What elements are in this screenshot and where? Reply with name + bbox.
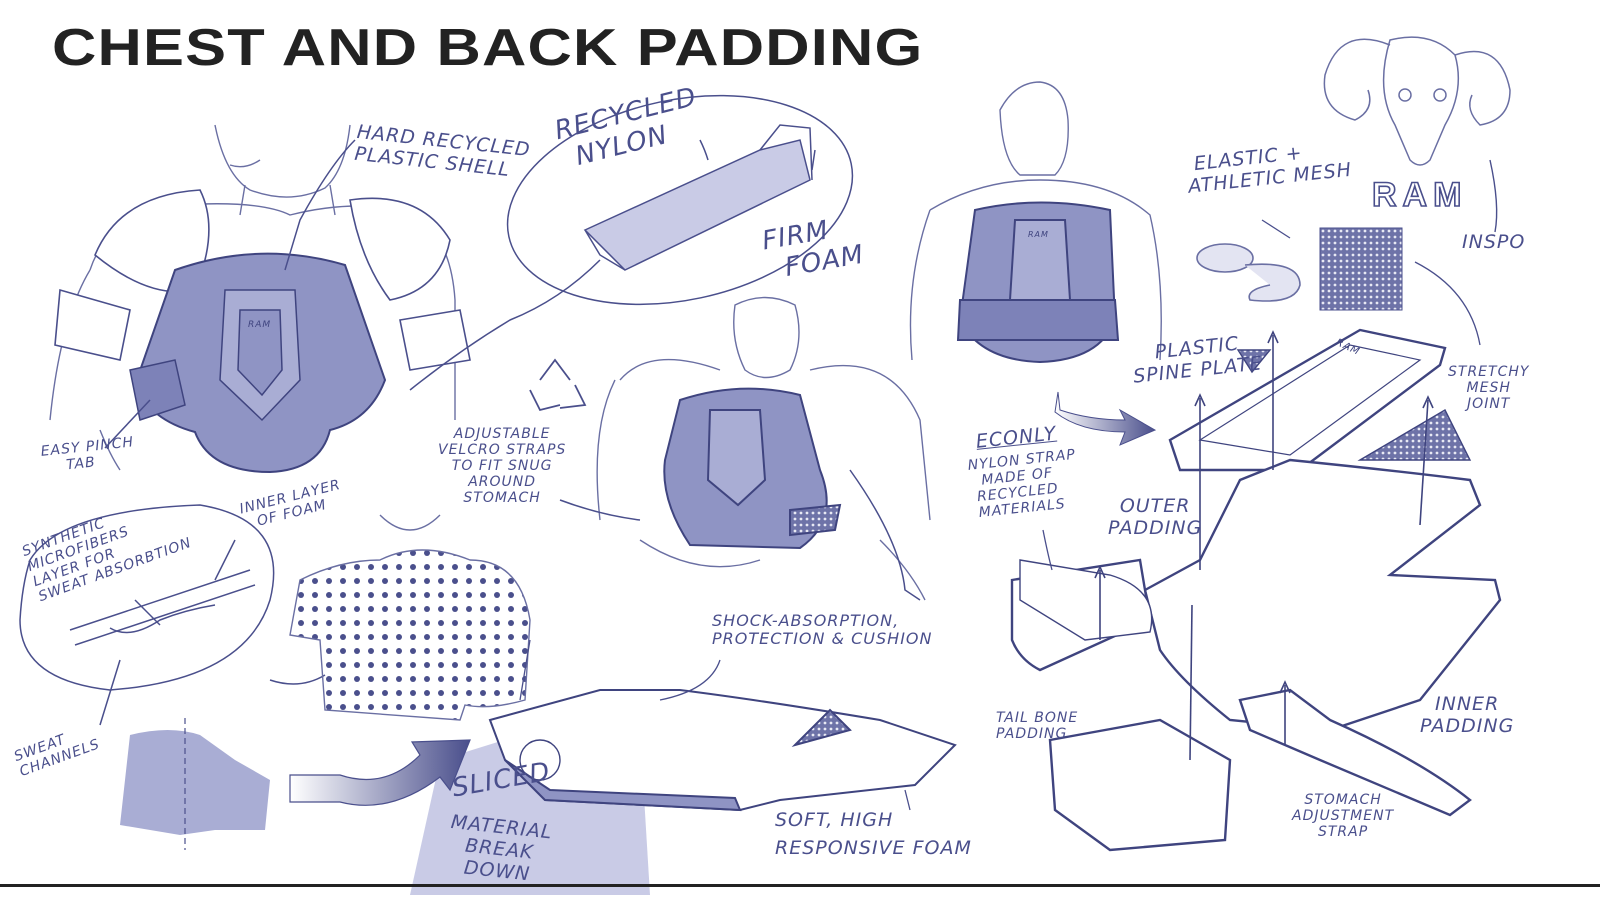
back-pad-stamp: RAM [1028,230,1049,239]
ram-skull-icon [1323,36,1511,166]
label-stomach-strap: STOMACH ADJUSTMENT STRAP [1292,792,1395,841]
chest-pad-center [663,387,842,550]
label-soft-foam: SOFT, HIGH RESPONSIVE FOAM [775,809,972,859]
sliced-pad [488,689,957,812]
label-adjustable-velcro: ADJUSTABLE VELCRO STRAPS TO FIT SNUG ARO… [438,426,567,507]
bottom-rule [0,884,1600,887]
back-figure [909,81,1162,361]
explode-arrows [1094,330,1434,761]
back-pad [956,201,1120,364]
label-material-breakdown: MATERIAL BREAK DOWN [449,811,554,886]
label-inspo: INSPO [1462,231,1526,253]
mesh-joints [1236,349,1472,461]
foam-bubble [19,504,326,726]
front-pad-stamp: RAM [248,320,272,330]
center-figure [596,296,931,601]
half-pad-thumbnail [120,718,270,850]
label-nylon-strap: NYLON STRAP MADE OF RECYCLED MATERIALS [967,446,1077,522]
mesh-swatch [1319,227,1403,311]
label-shock-absorption: SHOCK-ABSORPTION, PROTECTION & CUSHION [712,611,933,649]
recycle-icon [529,358,587,412]
nylon-bubble [506,94,854,306]
dotted-foam-vest [289,514,531,721]
page-title: CHEST AND BACK PADDING [52,19,924,77]
ram-logo: RAM [1371,175,1468,215]
shoulder-pads-front [54,189,471,371]
elastic-roll [1196,243,1301,302]
label-stretchy-mesh: STRETCHY MESH JOINT [1448,364,1530,413]
